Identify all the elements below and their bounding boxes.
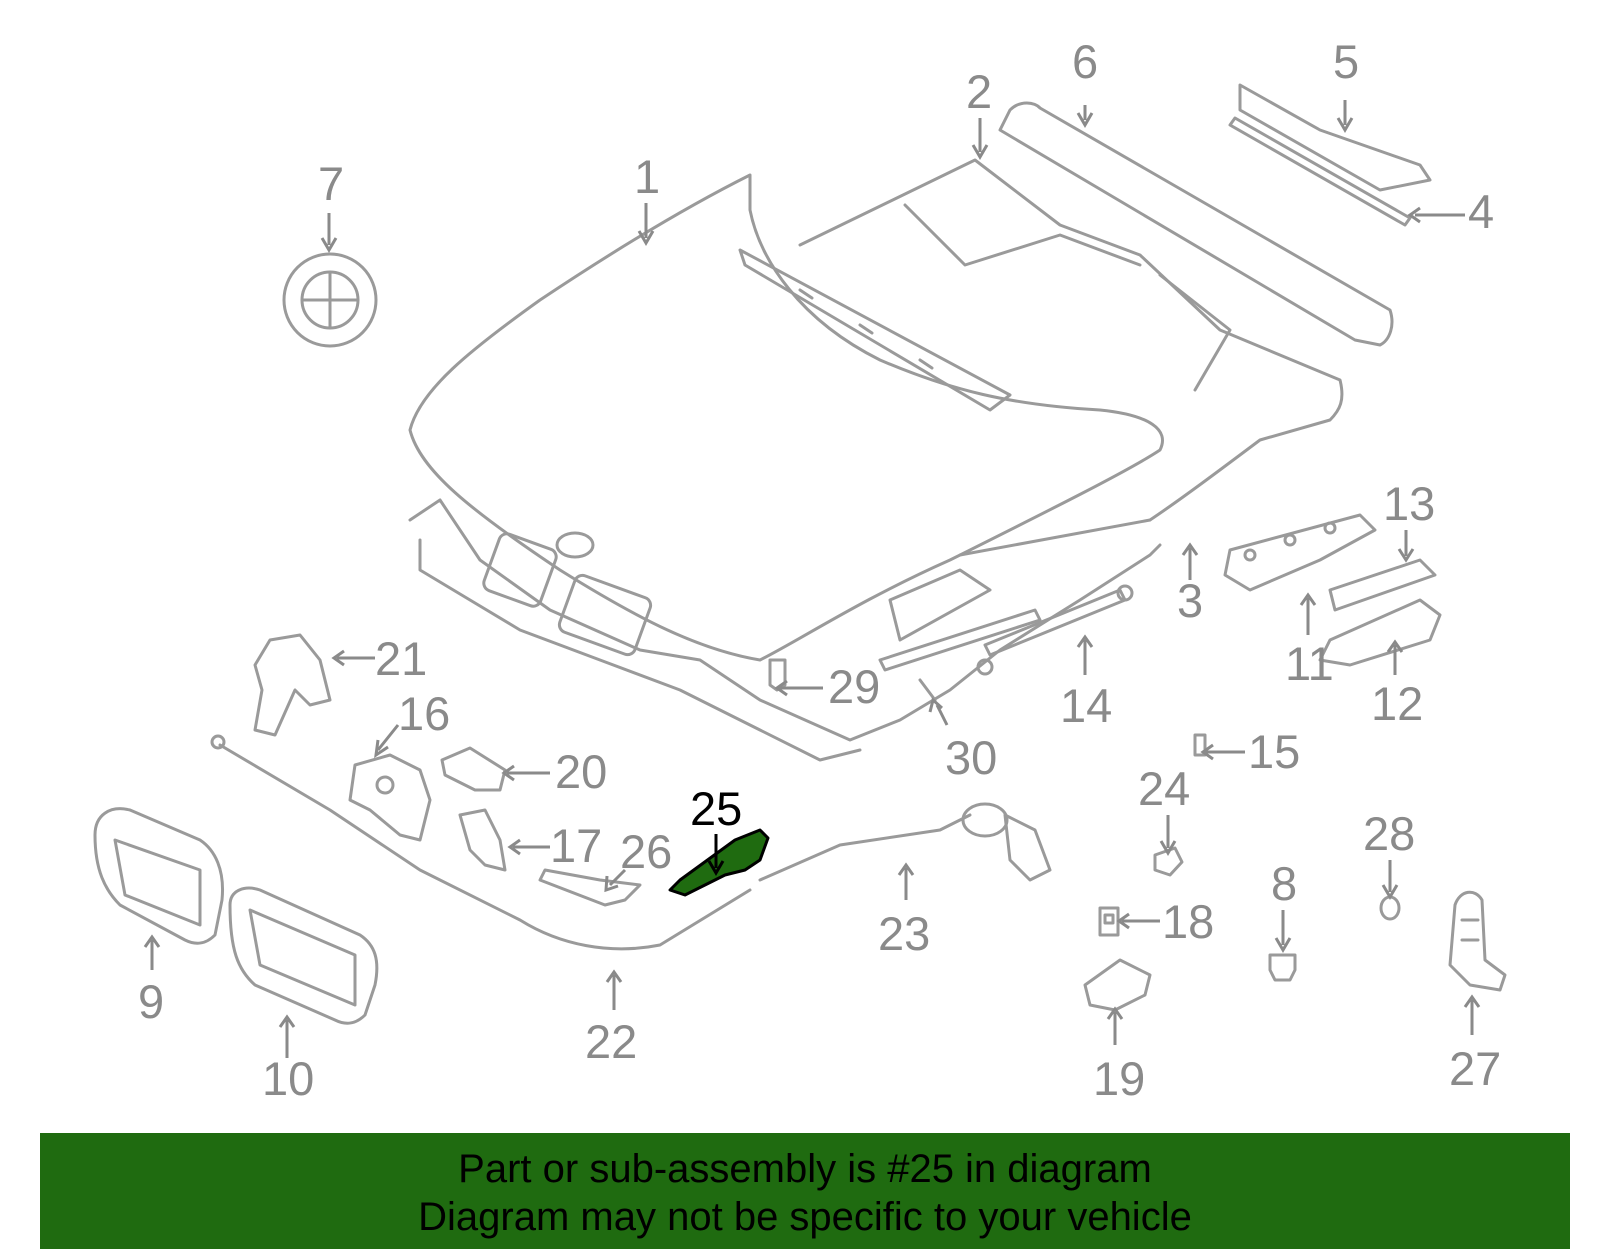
callout-labels: 7 1 2 6 5 4 3 13 11 12 14 21 16 20 17 26… bbox=[138, 35, 1501, 1105]
callout-12: 12 bbox=[1371, 677, 1423, 730]
part-8-screw[interactable] bbox=[1268, 953, 1297, 982]
callout-23: 23 bbox=[878, 907, 930, 960]
callout-14: 14 bbox=[1060, 679, 1112, 732]
banner-line-2: Diagram may not be specific to your vehi… bbox=[418, 1195, 1192, 1239]
callout-2: 2 bbox=[966, 65, 992, 118]
callout-19: 19 bbox=[1093, 1052, 1145, 1105]
callout-5: 5 bbox=[1333, 35, 1359, 88]
callout-24: 24 bbox=[1138, 762, 1190, 815]
callout-30: 30 bbox=[945, 731, 997, 784]
callout-29: 29 bbox=[828, 660, 880, 713]
callout-9: 9 bbox=[138, 975, 164, 1028]
callout-26: 26 bbox=[620, 825, 672, 878]
part-9-grille[interactable] bbox=[93, 807, 225, 945]
part-27-bracket[interactable] bbox=[1448, 890, 1507, 992]
part-19-buffer[interactable] bbox=[1083, 958, 1152, 1012]
part-10-grille[interactable] bbox=[228, 886, 379, 1025]
part-25-highlighted[interactable] bbox=[668, 828, 770, 897]
part-17-bracket[interactable] bbox=[458, 808, 507, 872]
part-12-hinge[interactable] bbox=[1318, 598, 1442, 667]
info-banner: Part or sub-assembly is #25 in diagram D… bbox=[40, 1133, 1570, 1249]
front-panel bbox=[408, 498, 1162, 762]
part-4-strip[interactable] bbox=[1228, 116, 1412, 227]
callout-22: 22 bbox=[585, 1015, 637, 1068]
callout-15: 15 bbox=[1248, 725, 1300, 778]
part-14-strut[interactable] bbox=[878, 584, 1134, 676]
callout-18: 18 bbox=[1162, 895, 1214, 948]
callout-16: 16 bbox=[398, 687, 450, 740]
banner-line-1: Part or sub-assembly is #25 in diagram bbox=[458, 1147, 1152, 1191]
part-11-hinge[interactable] bbox=[1223, 513, 1377, 592]
part-3-frame-rail[interactable] bbox=[958, 518, 1152, 557]
part-28-plug[interactable] bbox=[1379, 895, 1401, 921]
part-5-bracket[interactable] bbox=[1238, 83, 1432, 192]
part-23-cable[interactable] bbox=[758, 802, 1052, 882]
callout-13: 13 bbox=[1383, 477, 1435, 530]
callout-3: 3 bbox=[1177, 574, 1203, 627]
part-26-trim[interactable] bbox=[538, 868, 642, 907]
callout-11: 11 bbox=[1285, 637, 1334, 690]
part-13-hinge[interactable] bbox=[1328, 558, 1437, 612]
callout-27: 27 bbox=[1449, 1042, 1501, 1095]
callout-6: 6 bbox=[1072, 35, 1098, 88]
part-2-seal-frame[interactable] bbox=[798, 158, 1344, 522]
part-7-emblem[interactable] bbox=[282, 252, 378, 348]
part-21-bracket[interactable] bbox=[253, 633, 332, 737]
part-20-clip[interactable] bbox=[440, 746, 507, 792]
callout-17: 17 bbox=[550, 819, 602, 872]
part-16-latch[interactable] bbox=[348, 753, 432, 842]
part-6-seal-strip[interactable] bbox=[998, 101, 1394, 347]
callout-8: 8 bbox=[1271, 857, 1297, 910]
leader-lines bbox=[143, 100, 1481, 1058]
part-22-cable[interactable] bbox=[210, 734, 752, 951]
callout-7: 7 bbox=[318, 157, 344, 210]
callout-1: 1 bbox=[634, 150, 660, 203]
callout-20: 20 bbox=[555, 745, 607, 798]
callout-21: 21 bbox=[375, 632, 427, 685]
part-18-fastener[interactable] bbox=[1098, 906, 1120, 937]
callout-4: 4 bbox=[1468, 185, 1494, 238]
parts-diagram: 7 1 2 6 5 4 3 13 11 12 14 21 16 20 17 26… bbox=[93, 35, 1507, 1105]
callout-28: 28 bbox=[1363, 807, 1415, 860]
callout-10: 10 bbox=[262, 1052, 314, 1105]
part-1-hood[interactable] bbox=[408, 173, 1164, 662]
callout-25-highlighted: 25 bbox=[690, 782, 742, 835]
part-30-seal[interactable] bbox=[918, 678, 937, 702]
